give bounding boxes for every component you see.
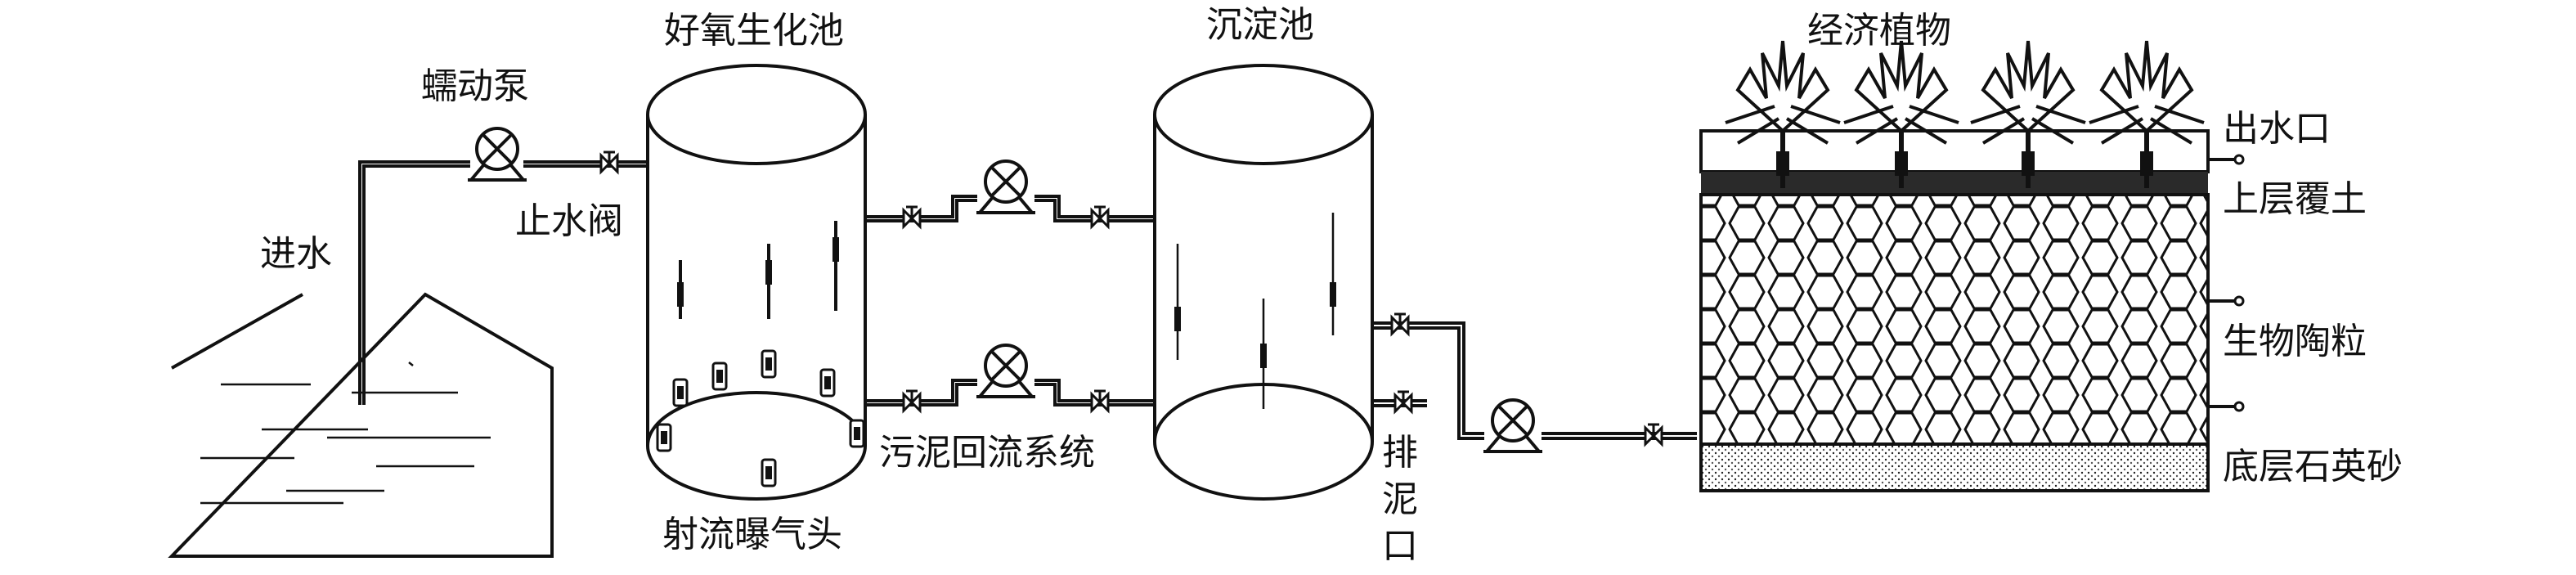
valve-icon xyxy=(1090,389,1110,412)
sludge-valve-icon xyxy=(1393,390,1413,413)
pump-icon xyxy=(975,159,1037,214)
settling-tank xyxy=(1153,64,1374,501)
valve-icon xyxy=(1390,312,1410,335)
transfer-pipe-upper xyxy=(865,195,1153,222)
jet-aerator-icon xyxy=(819,368,836,398)
jet-aerator-icon xyxy=(849,419,865,448)
label-settling-tank: 沉淀池 xyxy=(1206,4,1314,46)
label-sludge-return: 污泥回流系统 xyxy=(879,432,1095,474)
pump-icon xyxy=(1482,398,1544,453)
label-top-soil: 上层覆土 xyxy=(2223,178,2367,220)
outlet-pipe xyxy=(1372,321,1697,440)
stop-valve-icon xyxy=(599,150,619,173)
label-sludge-outlet-1: 排 xyxy=(1382,432,1418,474)
aerobic-tank xyxy=(646,64,867,501)
valve-icon xyxy=(902,205,922,228)
valve-icon xyxy=(902,389,922,412)
jet-aerator-icon xyxy=(761,458,777,487)
label-water-outlet: 出水口 xyxy=(2223,108,2331,150)
sludge-return-pipe xyxy=(865,379,1153,407)
label-sludge-outlet-3: 口 xyxy=(1382,525,1418,567)
pump-icon xyxy=(975,344,1037,398)
label-jet-aerator: 射流曝气头 xyxy=(662,514,842,555)
wetland-bed xyxy=(1699,129,2210,492)
label-aerobic-tank: 好氧生化池 xyxy=(664,10,844,52)
valve-icon xyxy=(1090,205,1110,228)
valve-icon xyxy=(1644,423,1663,446)
jet-aerator-icon xyxy=(761,349,777,379)
label-quartz-sand: 底层石英砂 xyxy=(2223,446,2403,487)
jet-aerator-icon xyxy=(711,362,728,391)
label-economic-plants: 经济植物 xyxy=(1807,10,1951,52)
peristaltic-pump-icon xyxy=(466,127,528,182)
jet-aerator-icon xyxy=(656,423,672,452)
label-inlet: 进水 xyxy=(260,233,332,275)
side-ports xyxy=(2208,154,2245,412)
label-ceramsite: 生物陶粒 xyxy=(2223,321,2367,362)
inlet-pipe xyxy=(358,160,646,405)
label-stop-valve: 止水阀 xyxy=(515,200,623,242)
label-sludge-outlet-2: 泥 xyxy=(1382,478,1418,520)
label-peristaltic-pump: 蠕动泵 xyxy=(421,65,529,107)
inlet-tank xyxy=(168,292,554,558)
jet-aerator-icon xyxy=(672,378,689,407)
